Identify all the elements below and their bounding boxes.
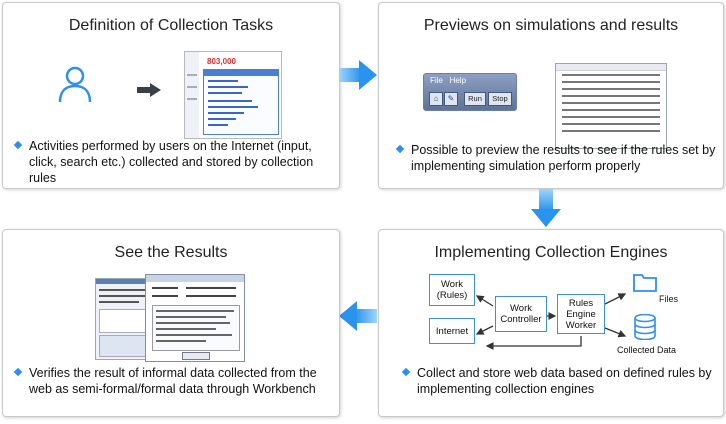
panel-title: Previews on simulations and results xyxy=(423,17,679,34)
panel-definition: Definition of Collection Tasks 803,000 A xyxy=(2,2,340,189)
collected-data-label: Collected Data xyxy=(617,345,677,355)
edit-icon: ✎ xyxy=(444,92,458,106)
rules-engine-worker-node: Rules Engine Worker xyxy=(557,294,605,334)
panel-previews: Previews on simulations and results File… xyxy=(378,2,724,189)
work-rules-node: Work (Rules) xyxy=(429,274,475,306)
internet-node: Internet xyxy=(429,318,475,344)
menu-file: File xyxy=(430,76,443,85)
bullet-icon xyxy=(13,140,23,150)
menu-help: Help xyxy=(449,76,467,85)
stop-button: Stop xyxy=(488,92,512,106)
toolbar-screenshot: File Help ⌂ ✎ Run Stop xyxy=(423,73,517,111)
bullet-icon xyxy=(395,144,405,154)
price-text: 803,000 xyxy=(207,57,236,66)
right-arrow-icon xyxy=(137,83,161,97)
definition-bullet: Activities performed by users on the Int… xyxy=(13,138,329,186)
home-icon: ⌂ xyxy=(429,92,443,106)
flow-arrow-down xyxy=(531,189,561,227)
panel-title: Definition of Collection Tasks xyxy=(68,17,274,34)
flow-arrow-right xyxy=(339,60,377,90)
panel-engines: Implementing Collection Engines Work (Ru… xyxy=(378,229,724,417)
panel-results: See the Results Verifies the result of i… xyxy=(2,229,340,417)
bullet-icon xyxy=(13,367,23,377)
files-label: Files xyxy=(659,294,679,304)
work-controller-node: Work Controller xyxy=(495,296,547,332)
folder-icon xyxy=(633,274,657,292)
flow-arrow-left xyxy=(339,301,377,331)
webpage-screenshot: 803,000 xyxy=(184,51,282,139)
results-bullet: Verifies the result of informal data col… xyxy=(13,365,335,397)
engines-bullet: Collect and store web data based on defi… xyxy=(401,365,717,397)
panel-title: See the Results xyxy=(114,244,228,261)
previews-bullet: Possible to preview the results to see i… xyxy=(395,142,717,174)
results-table-screenshot xyxy=(555,63,667,149)
user-icon xyxy=(58,66,92,103)
database-icon xyxy=(634,314,656,340)
panel-title: Implementing Collection Engines xyxy=(434,244,668,261)
run-button: Run xyxy=(464,92,486,106)
result-window-screenshot xyxy=(145,274,245,362)
engine-connectors xyxy=(475,293,627,350)
